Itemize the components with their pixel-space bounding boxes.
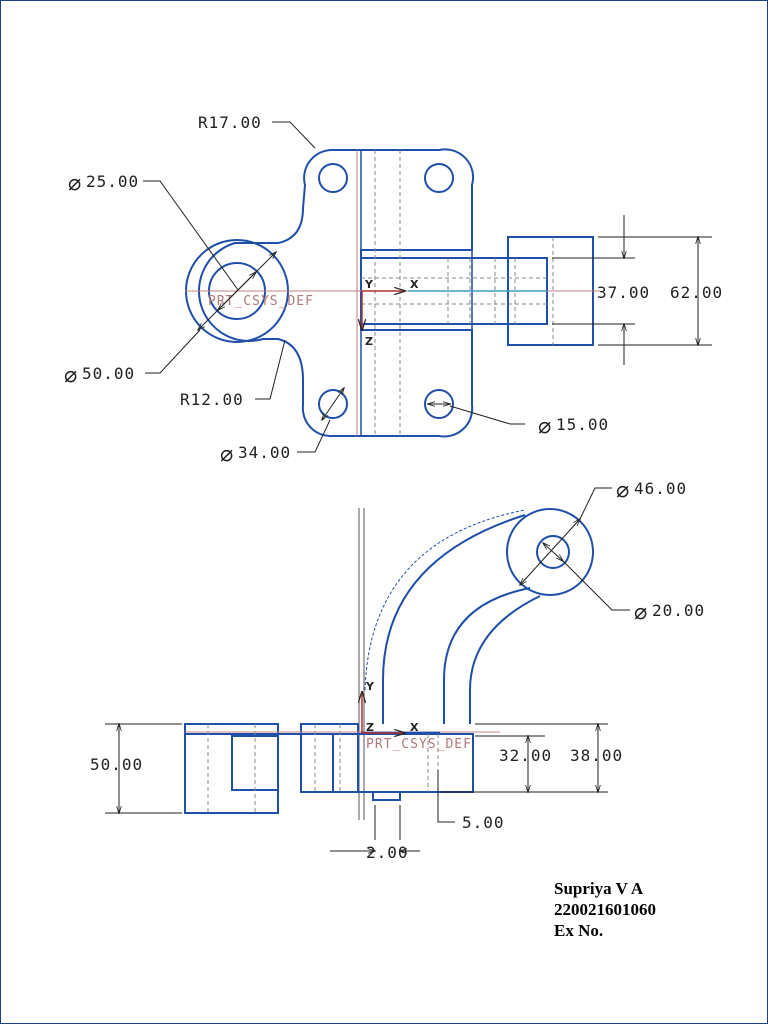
dim-d20: 20.00 (652, 601, 705, 620)
diameter-icon: ⌀ (220, 442, 233, 467)
curved-arm-inner (443, 587, 531, 724)
dim-62: 62.00 (670, 283, 723, 302)
dim-38: 38.00 (570, 746, 623, 765)
author-id: 220021601060 (554, 900, 656, 919)
exercise-number: Ex No. (554, 921, 604, 940)
diameter-icon: ⌀ (616, 478, 629, 503)
front-axis-z: Z (366, 721, 374, 734)
top-axis-y: Y (364, 278, 374, 291)
curved-arm-outer (382, 514, 526, 724)
dim-d15: 15.00 (556, 415, 609, 434)
top-csys-label: PRT_CSYS_DEF (208, 294, 314, 309)
dim-d34: 34.00 (238, 443, 291, 462)
dim-d50: 50.00 (82, 364, 135, 383)
diameter-icon: ⌀ (68, 171, 81, 196)
dim-r12: R12.00 (180, 390, 244, 409)
dim-32: 32.00 (499, 746, 552, 765)
dim-50: 50.00 (90, 755, 143, 774)
title-block: Supriya V A 220021601060 Ex No. (554, 878, 656, 941)
front-csys-label: PRT_CSYS_DEF (366, 737, 472, 752)
front-axis-y: Y (365, 680, 375, 693)
author-name: Supriya V A (554, 879, 644, 898)
top-axis-z: Z (365, 335, 373, 348)
dim-2: 2.00 (366, 843, 409, 862)
front-view: Y Z X PRT_CSYS_DEF (90, 478, 705, 862)
dim-d25: 25.00 (86, 172, 139, 191)
dim-5: 5.00 (462, 813, 505, 832)
diameter-icon: ⌀ (538, 414, 551, 439)
diameter-icon: ⌀ (64, 363, 77, 388)
dim-r17: R17.00 (198, 113, 262, 132)
top-view: Y X Z PRT_CSYS_DEF (64, 113, 723, 467)
top-axis-x: X (410, 278, 419, 291)
dim-d46: 46.00 (634, 479, 687, 498)
front-axis-x: X (410, 721, 419, 734)
diameter-icon: ⌀ (634, 600, 647, 625)
dim-37: 37.00 (597, 283, 650, 302)
